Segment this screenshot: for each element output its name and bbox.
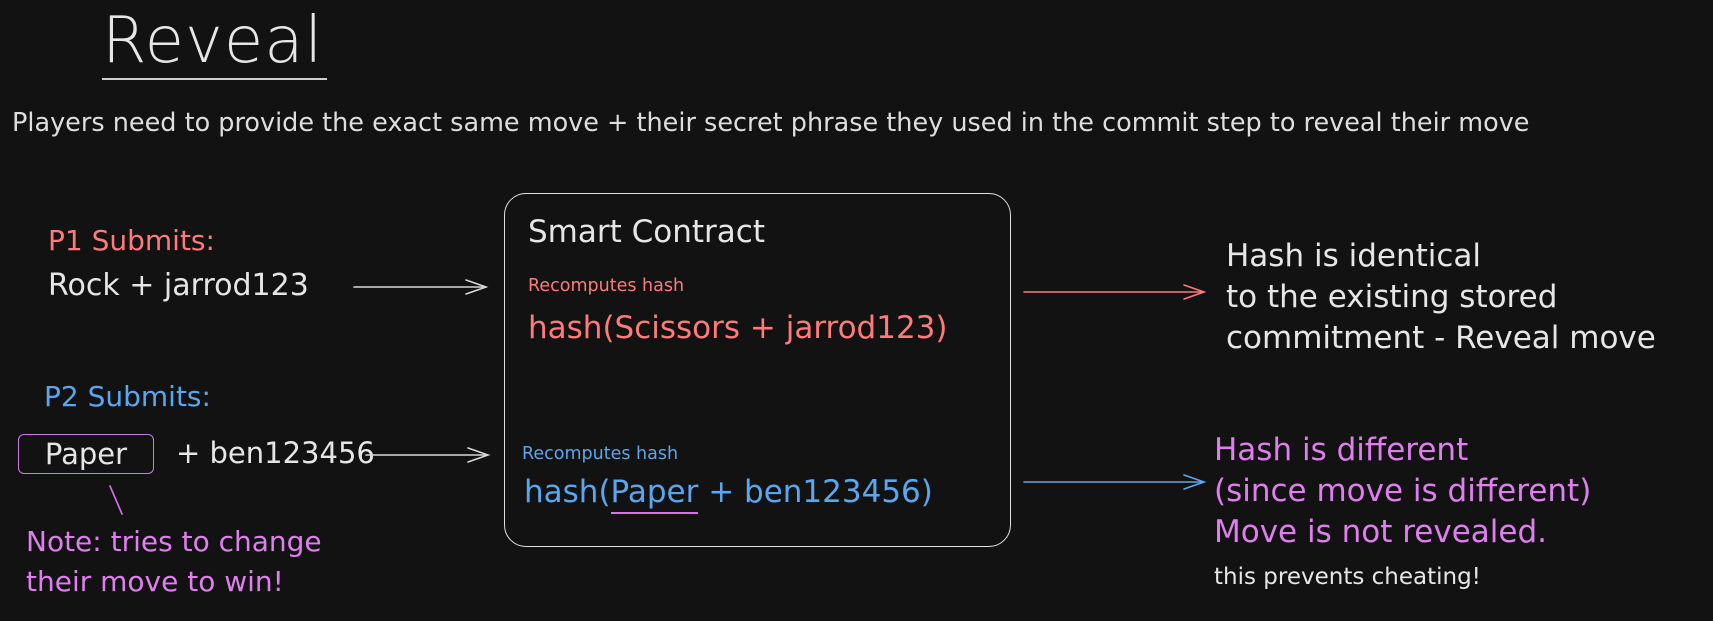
smart-contract-box	[504, 193, 1011, 547]
p1-submission: Rock + jarrod123	[48, 268, 309, 303]
p1-to-contract-arrow	[353, 279, 489, 295]
p2-move-highlight-box	[18, 434, 154, 474]
p2-cheat-note: Note: tries to change their move to win!	[26, 525, 322, 598]
p1-result-arrow	[1023, 284, 1207, 300]
title-underline	[102, 78, 327, 80]
p2-heading: P2 Submits:	[44, 380, 211, 413]
p2-hash-suffix: + ben123456)	[698, 474, 933, 510]
p2-result-arrow	[1023, 474, 1207, 490]
p1-hash-expression: hash(Scissors + jarrod123)	[528, 310, 948, 346]
diagram-title: Reveal	[102, 4, 324, 78]
smart-contract-title: Smart Contract	[528, 214, 765, 250]
p2-secret: + ben123456	[176, 436, 375, 470]
note-pointer-line	[109, 485, 123, 515]
p2-hash-move: Paper	[610, 474, 699, 514]
p2-move: Paper	[44, 437, 128, 471]
p1-recompute-label: Recomputes hash	[528, 276, 685, 296]
p1-result: Hash is identical to the existing stored…	[1226, 238, 1656, 356]
p2-result-note: this prevents cheating!	[1214, 564, 1481, 590]
p2-to-contract-arrow	[365, 447, 491, 463]
p2-recompute-label: Recomputes hash	[522, 444, 679, 464]
p2-result: Hash is different (since move is differe…	[1214, 432, 1592, 550]
p2-hash-prefix: hash(	[524, 474, 611, 510]
p1-heading: P1 Submits:	[48, 224, 215, 257]
p2-hash-expression: hash(Paper + ben123456)	[524, 474, 933, 514]
diagram-subtitle: Players need to provide the exact same m…	[12, 108, 1530, 138]
